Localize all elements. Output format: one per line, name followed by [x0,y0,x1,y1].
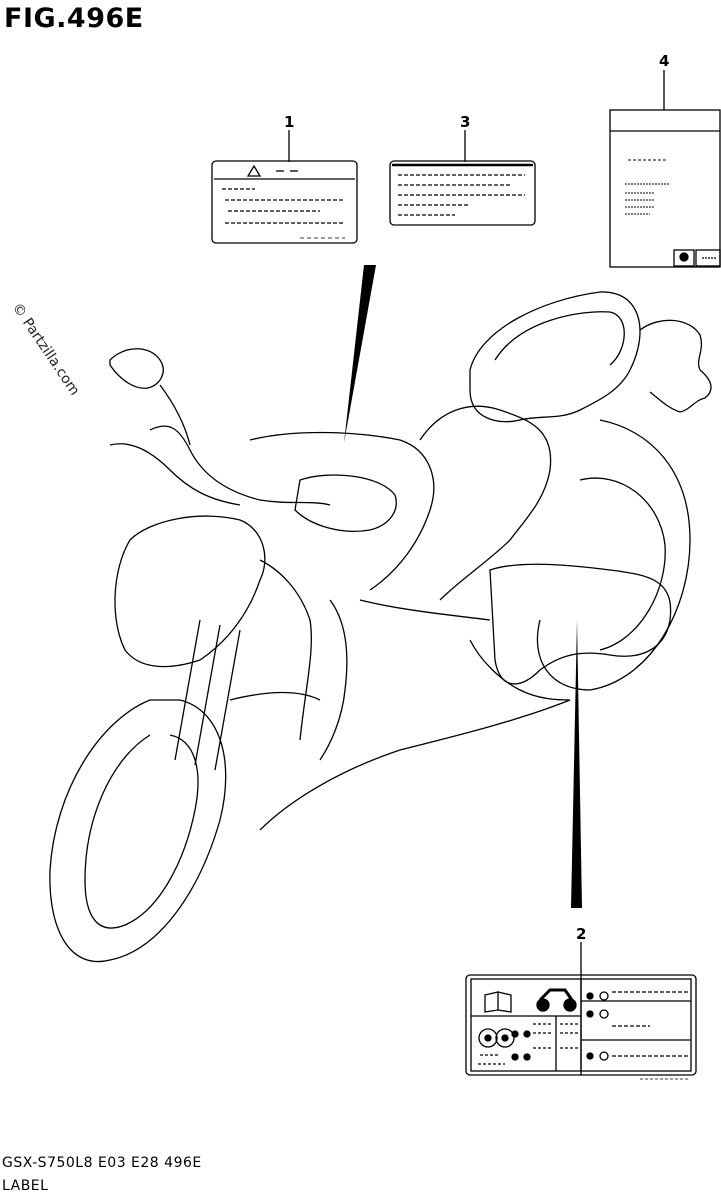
callout-4: 4 [659,52,670,70]
tire-icon [478,1028,515,1048]
diagram-code: GSX-S750L8 E03 E28 496E [2,1155,202,1171]
warning-triangle-icon [246,164,262,177]
small-motorcycle-icon [511,991,609,1061]
motorcycle-icon [536,988,577,1012]
label-1-warning-decal [211,160,358,244]
callout-1: 1 [284,113,295,131]
badge-icon [679,252,689,262]
motorcycle-outline [49,291,712,963]
diagram-caption: LABEL [2,1178,49,1194]
callout-3: 3 [460,113,471,131]
label-4-manual-card [609,109,721,268]
owner-manual-icon [484,991,512,1013]
figure-title: FIG.496E [4,3,144,34]
callout-2: 2 [576,925,587,943]
label-3-info-decal [389,160,536,226]
leader-wedge-2 [571,620,582,908]
label-2-tire-pressure-decal [465,974,697,1080]
leader-wedge-1 [344,265,376,443]
